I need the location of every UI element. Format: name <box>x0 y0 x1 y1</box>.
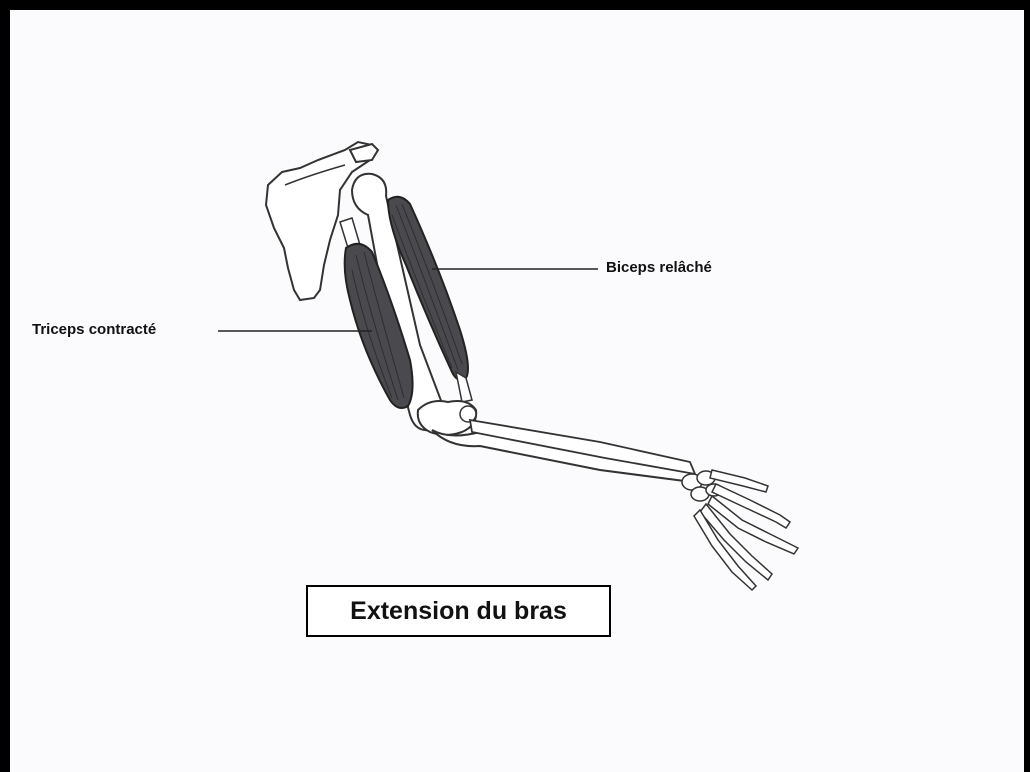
elbow-condyle <box>460 406 476 422</box>
biceps-label: Biceps relâché <box>606 259 712 276</box>
biceps-tendon <box>456 372 472 402</box>
diagram-title: Extension du bras <box>350 597 567 626</box>
triceps-label: Triceps contracté <box>32 321 156 338</box>
caption-box: Extension du bras <box>306 585 611 637</box>
